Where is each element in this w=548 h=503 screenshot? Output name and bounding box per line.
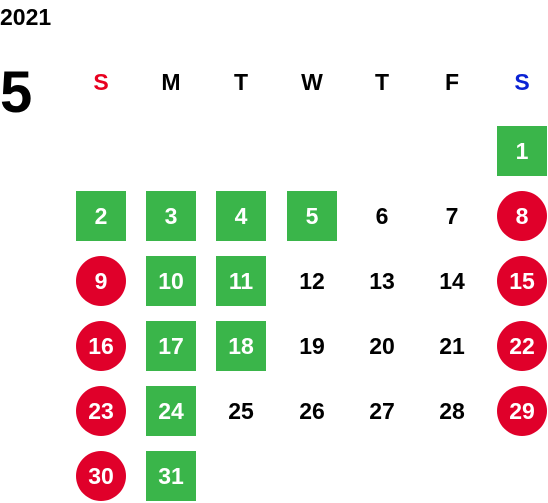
day-2[interactable]: 2 [76, 191, 126, 241]
day-15[interactable]: 15 [497, 256, 547, 306]
day-18[interactable]: 18 [216, 321, 266, 371]
day-7[interactable]: 7 [445, 202, 459, 229]
year-label: 2021 [0, 4, 52, 30]
day-16[interactable]: 16 [76, 321, 126, 371]
day-12[interactable]: 12 [299, 267, 325, 294]
day-4[interactable]: 4 [216, 191, 266, 241]
weekday-thu: T [374, 69, 390, 95]
day-29[interactable]: 29 [497, 386, 547, 436]
weekday-fri: F [444, 69, 460, 95]
day-17[interactable]: 17 [146, 321, 196, 371]
weekday-sun: S [93, 69, 109, 95]
weekday-tue: T [233, 69, 249, 95]
weekday-mon: M [161, 69, 181, 95]
weekday-sat: S [514, 69, 530, 95]
day-31[interactable]: 31 [146, 451, 196, 501]
weekday-wed: W [301, 69, 323, 95]
day-21[interactable]: 21 [439, 332, 465, 359]
day-30[interactable]: 30 [76, 451, 126, 501]
day-20[interactable]: 20 [369, 332, 395, 359]
day-10[interactable]: 10 [146, 256, 196, 306]
day-26[interactable]: 26 [299, 397, 325, 424]
day-24[interactable]: 24 [146, 386, 196, 436]
day-25[interactable]: 25 [228, 397, 254, 424]
day-23[interactable]: 23 [76, 386, 126, 436]
day-28[interactable]: 28 [439, 397, 465, 424]
day-1[interactable]: 1 [497, 126, 547, 176]
day-5[interactable]: 5 [287, 191, 337, 241]
day-9[interactable]: 9 [76, 256, 126, 306]
day-22[interactable]: 22 [497, 321, 547, 371]
day-8[interactable]: 8 [497, 191, 547, 241]
day-3[interactable]: 3 [146, 191, 196, 241]
day-6[interactable]: 6 [375, 202, 389, 229]
month-number: 5 [0, 60, 33, 125]
day-19[interactable]: 19 [299, 332, 325, 359]
day-27[interactable]: 27 [369, 397, 395, 424]
day-13[interactable]: 13 [369, 267, 395, 294]
day-14[interactable]: 14 [439, 267, 465, 294]
day-11[interactable]: 11 [216, 256, 266, 306]
